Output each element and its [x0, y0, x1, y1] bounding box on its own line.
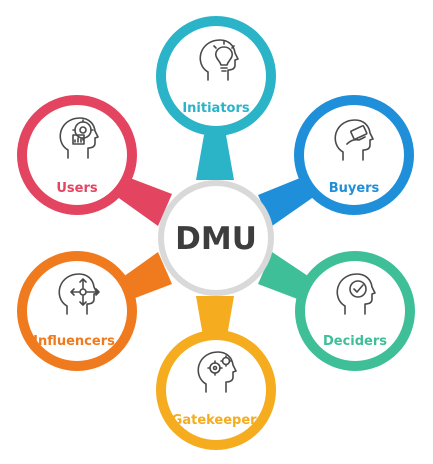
connector-buyers — [258, 178, 315, 226]
gear-chart-head-icon — [59, 117, 99, 159]
center-circle — [164, 186, 268, 290]
label-users: Users — [56, 181, 98, 196]
label-buyers: Buyers — [329, 181, 380, 196]
petal-buyers — [294, 95, 414, 215]
petal-gatekeepers — [156, 330, 276, 450]
center-label: DMU — [175, 221, 257, 257]
petal-deciders — [295, 251, 415, 371]
petal-users — [17, 95, 137, 215]
petals — [17, 16, 415, 450]
petal-influencers — [17, 251, 137, 371]
hand-card-head-icon — [334, 119, 374, 161]
connector-users — [116, 178, 172, 226]
label-initiators: Initiators — [182, 101, 250, 116]
role-labels: Initiators Buyers Deciders Gatekeepers I… — [33, 101, 387, 428]
petal-initiators — [156, 16, 276, 136]
lightbulb-head-icon — [199, 39, 239, 81]
connector-gatekeepers — [196, 296, 234, 342]
center-node: DMU — [158, 180, 274, 296]
label-gatekeepers: Gatekeepers — [172, 413, 265, 428]
checkmark-head-icon — [336, 273, 376, 315]
label-deciders: Deciders — [323, 334, 387, 349]
gears-head-icon — [197, 351, 237, 393]
connector-initiators — [196, 135, 234, 180]
icons — [58, 39, 376, 393]
label-influencers: Influencers — [33, 334, 115, 349]
arrows-head-icon — [58, 273, 100, 315]
